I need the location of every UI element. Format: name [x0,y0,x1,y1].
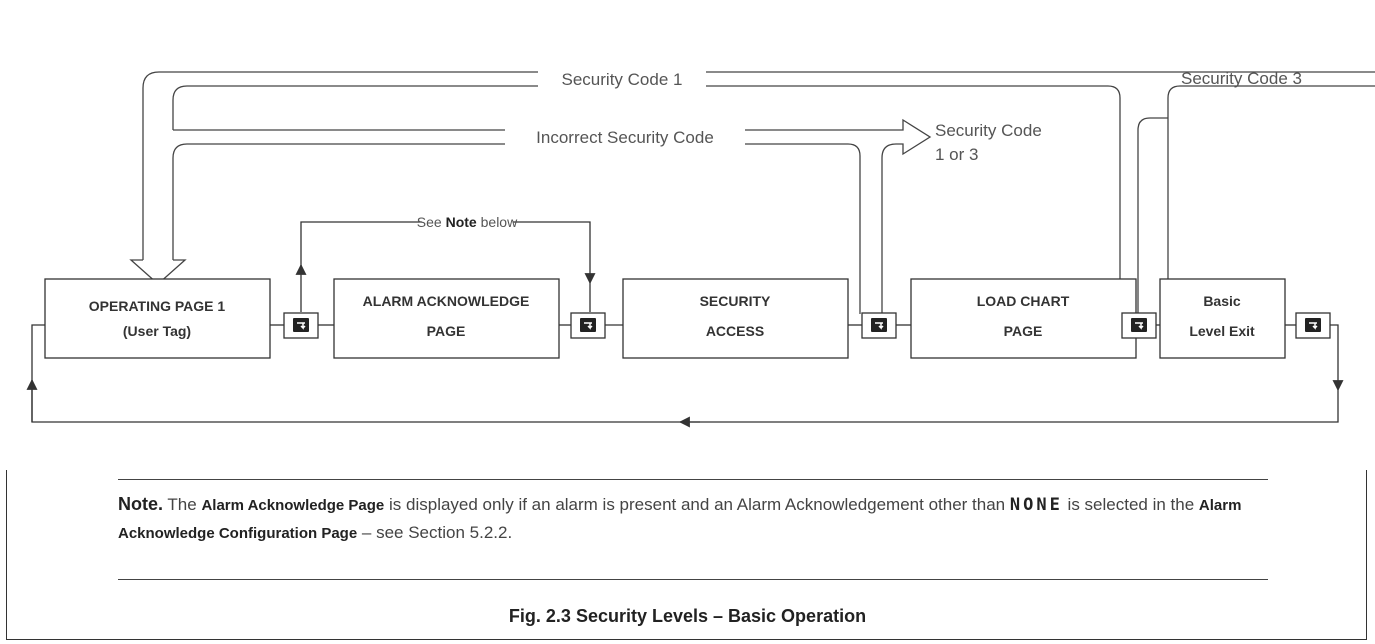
box-load-chart-page [910,278,1137,359]
advance-key-icon [1295,312,1331,339]
label-security-code-3: Security Code 3 [1181,69,1302,88]
box-exit-line1: Basic [1203,293,1241,309]
advance-key-icon [570,312,606,339]
box-alarm-acknowledge-page [333,278,560,359]
label-security-code-1-or-3-line1: Security Code [935,121,1042,140]
box-exit-line2: Level Exit [1189,323,1255,339]
box-load-chart-line1: LOAD CHART [977,293,1070,309]
note-text-4: – see Section 5.2.2. [357,523,513,542]
note-text-1: The [163,495,202,514]
box-security-access [622,278,849,359]
return-loop [1330,324,1344,392]
box-basic-level-exit [1159,278,1286,359]
box-operating-page-1 [44,278,271,359]
security-code-1-path-inner-right [706,85,1121,314]
incorrect-code-path-bottom [172,143,505,260]
note-bold-config-page: Alarm Acknowledge Configuration Page [118,497,1242,542]
note-paragraph: Note. The Alarm Acknowledge Page is disp… [118,479,1268,580]
flow-boxes [44,278,1286,359]
diagram-canvas: OPERATING PAGE 1 (User Tag) ALARM ACKNOW… [26,69,1375,428]
box-operating-line2: (User Tag) [123,323,191,339]
box-security-line2: ACCESS [706,323,764,339]
note-text-3: is selected in the [1062,495,1199,514]
security-code-1-or-3-branch [881,143,897,314]
note-mono-none: NONE [1009,495,1063,515]
advance-key-icon [861,312,897,339]
label-see-note: See Note below [417,214,518,230]
security-code-1-path-inner [172,85,538,130]
label-incorrect-security-code: Incorrect Security Code [536,128,714,147]
box-operating-line1: OPERATING PAGE 1 [89,298,226,314]
incorrect-code-path-bottom-right [745,143,861,314]
box-load-chart-line2: PAGE [1004,323,1043,339]
figure-caption: Fig. 2.3 Security Levels – Basic Operati… [508,606,867,626]
advance-key-icon [283,312,319,339]
box-alarm-line2: PAGE [427,323,466,339]
security-code-3-branch [1137,117,1168,314]
box-security-line1: SECURITY [700,293,771,309]
box-alarm-line1: ALARM ACKNOWLEDGE [363,293,530,309]
advance-key-icon [1121,312,1157,339]
note-lead: Note. [118,494,163,514]
note-text-2: is displayed only if an alarm is present… [384,495,1010,514]
label-security-code-1: Security Code 1 [562,70,683,89]
advance-keys [283,312,1331,339]
incorrect-code-path-top-right [745,118,932,156]
security-code-1-path-outer [142,71,538,260]
note-bold-alarm-page: Alarm Acknowledge Page [201,497,385,514]
label-security-code-1-or-3-line2: 1 or 3 [935,145,978,164]
security-code-1-path-outer-right [706,71,1375,314]
